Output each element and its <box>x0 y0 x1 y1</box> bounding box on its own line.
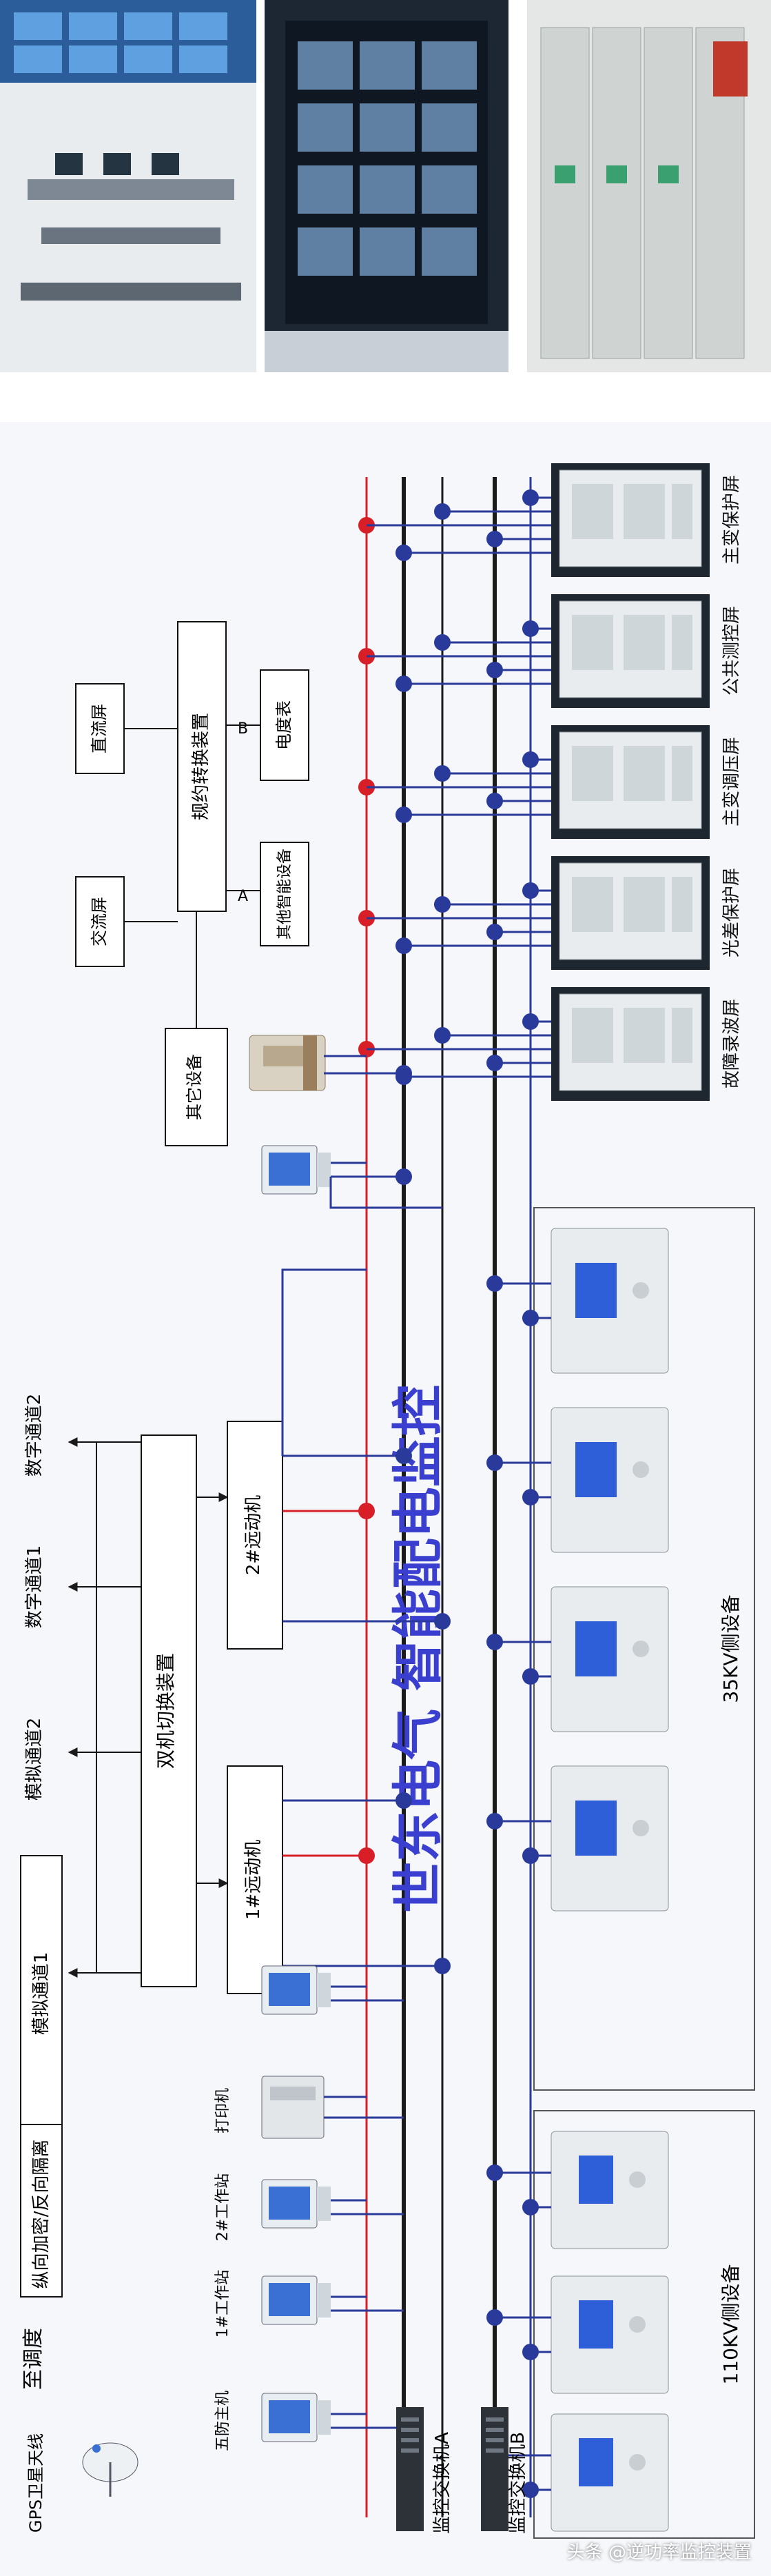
ac-panel-box <box>75 876 125 967</box>
kv110-label: 110KV侧设备 <box>719 2264 742 2385</box>
rtu2-label: 2#远动机 <box>243 1495 264 1575</box>
panel-4 <box>551 856 710 970</box>
dual-switch-label: 双机切换装置 <box>154 1653 177 1769</box>
ws2-computer-icon <box>261 2179 331 2229</box>
kv35-group-frame <box>533 1207 755 2091</box>
switchgear-room-photo <box>527 0 771 372</box>
other-device-box <box>165 1028 228 1146</box>
kv35-label: 35KV侧设备 <box>719 1594 742 1703</box>
monitor-wall-photo <box>265 0 508 372</box>
other-smart-label: 其他智能设备 <box>276 849 294 940</box>
printer-label: 打印机 <box>214 2088 232 2133</box>
panel-label: 故障录波屏 <box>721 999 742 1088</box>
printer-icon <box>261 2076 325 2139</box>
protocol-converter-label: 规约转换装置 <box>191 713 212 820</box>
meter-box <box>260 669 309 781</box>
kv35-device-4 <box>551 1765 669 1911</box>
panel-label: 主变保护屏 <box>721 475 742 565</box>
digital2-label: 数字通道2 <box>24 1394 45 1477</box>
panel-label: 光差保护屏 <box>721 868 742 957</box>
dual-switch-box <box>141 1434 197 1987</box>
diagram-title: 世东电气 智能配电监控 <box>389 1385 448 1913</box>
dc-panel-label: 直流屏 <box>90 704 109 753</box>
five-prevention-label: 五防主机 <box>214 2391 232 2451</box>
rtu1-label: 1#远动机 <box>243 1840 264 1920</box>
watermark: 头条 @逆功率监控装置 <box>566 2542 752 2563</box>
ws-computer-top <box>261 1965 331 2015</box>
encryption-label: 纵向加密/反向隔离 <box>31 2140 52 2289</box>
panel-1 <box>551 463 710 577</box>
port-b-label: B <box>238 720 248 738</box>
ac-panel-label: 交流屏 <box>90 897 109 946</box>
analog1-label: 模拟通道1 <box>31 1952 52 2036</box>
port-a-label: A <box>238 888 248 905</box>
kv110-device-2 <box>551 2275 669 2394</box>
kv110-group-frame <box>533 2110 755 2539</box>
other-device-icon <box>249 1035 326 1091</box>
analog2-label: 模拟通道2 <box>24 1718 45 1801</box>
ws1-label: 1#工作站 <box>214 2270 232 2337</box>
meter-label: 电度表 <box>274 700 294 750</box>
panel-2 <box>551 594 710 708</box>
encryption-box <box>20 1855 63 2298</box>
kv35-device-3 <box>551 1586 669 1732</box>
switch-b-icon <box>481 2407 508 2531</box>
ws1-computer-icon <box>261 2275 331 2325</box>
ws2-label: 2#工作站 <box>214 2173 232 2241</box>
other-smart-box <box>260 842 309 946</box>
panel-label: 主变调压屏 <box>721 737 742 826</box>
digital1-label: 数字通道1 <box>24 1545 45 1629</box>
gps-antenna-icon <box>82 2442 138 2497</box>
five-prevention-computer-icon <box>261 2393 331 2442</box>
switch-a-icon <box>396 2407 424 2531</box>
kv35-device-1 <box>551 1228 669 1374</box>
gps-label: GPS卫星天线 <box>26 2433 45 2533</box>
panel-5 <box>551 987 710 1101</box>
control-room-photo <box>0 0 256 372</box>
kv110-device-1 <box>551 2131 669 2249</box>
switch-a-label: 监控交换机A <box>432 2432 453 2534</box>
network-diagram: 主变保护屏 公共测控屏 主变调压屏 光差保护屏 故障录波屏 交流屏 直流屏 规约… <box>0 422 771 2576</box>
panel-3 <box>551 725 710 839</box>
kv35-device-2 <box>551 1407 669 1553</box>
dc-panel-box <box>75 683 125 774</box>
panel-label: 公共测控屏 <box>721 606 742 696</box>
computer-icon <box>261 1145 331 1195</box>
kv110-device-3 <box>551 2413 669 2532</box>
switch-b-label: 监控交换机B <box>508 2432 528 2534</box>
protocol-converter-box <box>177 621 227 912</box>
rtu1-box <box>227 1765 283 1994</box>
to-dispatch-label: 至调度 <box>21 2328 45 2390</box>
other-device-label: 其它设备 <box>185 1054 204 1120</box>
rtu2-box <box>227 1421 283 1650</box>
